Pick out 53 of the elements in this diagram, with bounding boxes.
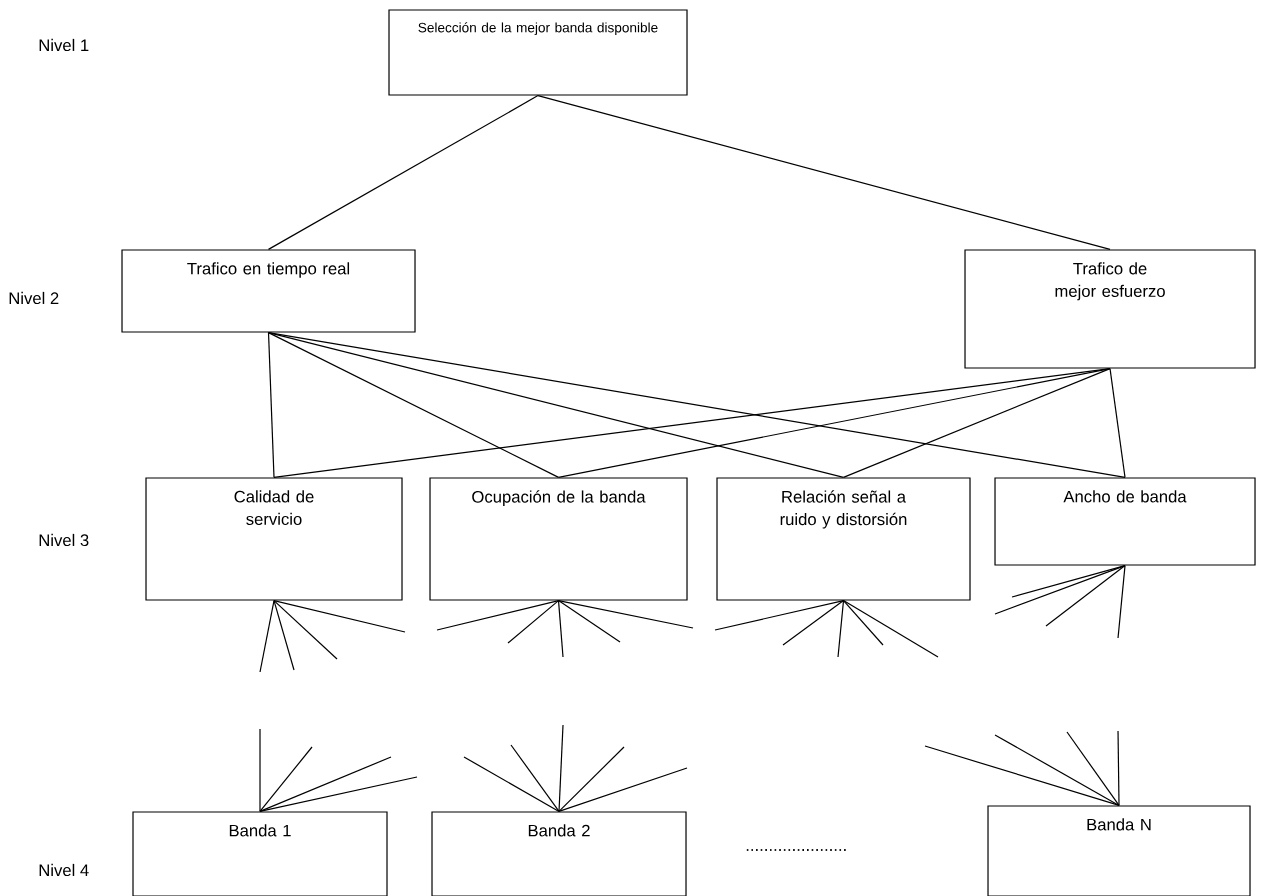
hierarchy-box: Trafico en tiempo real bbox=[121, 249, 416, 333]
connector-line bbox=[714, 600, 845, 631]
connector-line bbox=[436, 600, 560, 631]
connector-line bbox=[837, 600, 845, 658]
connector-line bbox=[259, 756, 392, 812]
connector-line bbox=[267, 332, 1126, 478]
connector-line bbox=[994, 565, 1126, 615]
connector-line bbox=[557, 600, 564, 658]
hierarchy-box: Calidad de servicio bbox=[145, 477, 403, 601]
connector-line bbox=[273, 600, 295, 671]
connector-line bbox=[273, 600, 338, 660]
hierarchy-box: Ancho de banda bbox=[994, 477, 1256, 566]
hierarchy-box: Banda 1 bbox=[132, 811, 388, 896]
connector-line bbox=[1117, 565, 1126, 639]
level-label: Nivel 3 bbox=[39, 533, 89, 547]
connector-line bbox=[537, 95, 1111, 250]
connector-line bbox=[259, 746, 313, 812]
connector-line bbox=[1045, 565, 1126, 627]
connector-line bbox=[842, 600, 884, 646]
connector-line bbox=[994, 734, 1120, 806]
level-label: Nivel 4 bbox=[39, 863, 89, 877]
connector-line bbox=[259, 776, 418, 812]
connector-line bbox=[557, 600, 621, 643]
connector-line bbox=[557, 368, 1111, 478]
hierarchy-box: Banda 2 bbox=[431, 811, 687, 896]
connector-line bbox=[558, 746, 625, 812]
connector-line bbox=[267, 95, 539, 250]
connector-line bbox=[842, 368, 1111, 478]
connector-line bbox=[259, 600, 275, 673]
connector-line bbox=[557, 600, 694, 629]
hierarchy-box: Trafico de mejor esfuerzo bbox=[964, 249, 1256, 369]
connector-line bbox=[558, 767, 688, 812]
level-label: Nivel 1 bbox=[39, 38, 89, 52]
connector-line bbox=[273, 600, 406, 633]
connector-line bbox=[842, 600, 939, 658]
connector-line bbox=[463, 756, 560, 812]
connector-line bbox=[1066, 731, 1120, 806]
hierarchy-box: Relación señal a ruido y distorsión bbox=[716, 477, 971, 601]
level-label: Nivel 2 bbox=[9, 291, 59, 305]
connector-line bbox=[782, 600, 845, 646]
connector-line bbox=[1109, 368, 1126, 478]
hierarchy-box: Banda N bbox=[987, 805, 1251, 896]
connector-line bbox=[267, 332, 275, 478]
connector-line bbox=[259, 728, 261, 812]
connector-line bbox=[1117, 730, 1120, 806]
connector-line bbox=[924, 745, 1120, 806]
connector-line bbox=[558, 724, 564, 812]
connector-line bbox=[510, 744, 560, 812]
hierarchy-box: Ocupación de la banda bbox=[429, 477, 688, 601]
ellipsis-dots: ...................... bbox=[746, 849, 846, 851]
connector-line bbox=[267, 332, 845, 478]
connector-line bbox=[507, 600, 560, 644]
hierarchy-box: Selección de la mejor banda disponible bbox=[388, 9, 688, 96]
